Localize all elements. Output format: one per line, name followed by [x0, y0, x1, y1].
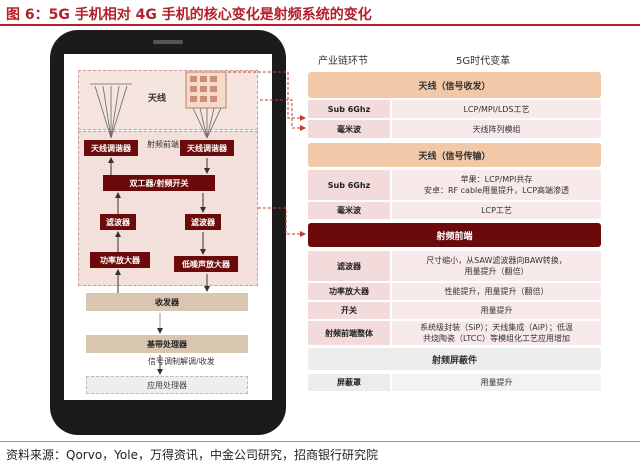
signal-label: 信号调制解调/收发: [148, 357, 215, 366]
table-row: Sub 6Ghz 苹果：LCP/MPI共存 安卓：RF cable用量提升，LC…: [308, 170, 601, 200]
source-note: 资料来源：Qorvo，Yole，万得资讯，中金公司研究，招商银行研究院: [6, 448, 378, 462]
mmwave-antenna-module-icon: [185, 71, 227, 109]
row-value: 天线阵列模组: [392, 120, 601, 138]
table-row: 功率放大器 性能提升，用量提升（翻倍）: [308, 283, 601, 300]
duplexer-switch-box: 双工器/射频开关: [103, 175, 215, 191]
row-value-line: 安卓：RF cable用量提升，LCP高端渗透: [423, 186, 570, 195]
antenna-tuner-left: 天线调谐器: [84, 140, 138, 156]
row-label: Sub 6Ghz: [308, 100, 390, 118]
table-row: 滤波器 尺寸缩小，从SAW滤波器向BAW转换， 用量提升（翻倍）: [308, 251, 601, 281]
row-value: 尺寸缩小，从SAW滤波器向BAW转换， 用量提升（翻倍）: [392, 251, 601, 281]
row-value: 用量提升: [392, 302, 601, 319]
row-value-line: 系统级封装（SiP）；天线集成（AiP）；低温: [420, 323, 573, 332]
antenna-array-right-icon: [192, 107, 222, 139]
lna-box: 低噪声放大器: [174, 256, 238, 272]
phone-speaker: [153, 40, 183, 44]
antenna-label: 天线: [148, 94, 167, 104]
table-row: 射频前端整体 系统级封装（SiP）；天线集成（AiP）；低温 共烧陶瓷（LTCC…: [308, 321, 601, 345]
row-value-line: 用量提升（翻倍）: [464, 267, 529, 276]
section-rf-frontend: 射频前端: [308, 223, 601, 247]
row-value: 用量提升: [392, 374, 601, 391]
row-label: 毫米波: [308, 120, 390, 138]
antenna-tuner-right: 天线调谐器: [180, 140, 234, 156]
footer-rule: [0, 441, 640, 442]
row-label: Sub 6Ghz: [308, 170, 390, 200]
table-row: 屏蔽罩 用量提升: [308, 374, 601, 391]
column-header-chain: 产业链环节: [318, 56, 368, 67]
power-amplifier-box: 功率放大器: [90, 252, 150, 268]
row-value: LCP工艺: [392, 202, 601, 219]
table-row: 毫米波 天线阵列模组: [308, 120, 601, 138]
row-value-line: 共烧陶瓷（LTCC）等模组化工艺应用增加: [423, 334, 570, 343]
row-value: 性能提升，用量提升（翻倍）: [392, 283, 601, 300]
column-header-change: 5G时代变革: [456, 56, 511, 67]
row-label: 开关: [308, 302, 390, 319]
row-label: 屏蔽罩: [308, 374, 390, 391]
section-antenna-tx-rx: 天线（信号收发）: [308, 72, 601, 98]
table-row: 开关 用量提升: [308, 302, 601, 319]
row-value: LCP/MPI/LDS工艺: [392, 100, 601, 118]
row-value: 苹果：LCP/MPI共存 安卓：RF cable用量提升，LCP高端渗透: [392, 170, 601, 200]
baseband-box: 基带处理器: [86, 335, 248, 353]
rf-frontend-label: 射频前端: [147, 140, 179, 149]
row-value-line: 苹果：LCP/MPI共存: [460, 175, 533, 184]
antenna-array-left-icon: [90, 83, 132, 139]
row-label: 滤波器: [308, 251, 390, 281]
filter-right-box: 滤波器: [185, 214, 221, 230]
table-row: Sub 6Ghz LCP/MPI/LDS工艺: [308, 100, 601, 118]
title-rule: [0, 24, 640, 26]
figure-title: 图 6：5G 手机相对 4G 手机的核心变化是射频系统的变化: [6, 7, 372, 23]
table-row: 毫米波 LCP工艺: [308, 202, 601, 219]
filter-left-box: 滤波器: [100, 214, 136, 230]
section-antenna-transmission: 天线（信号传输）: [308, 143, 601, 167]
section-rf-shielding: 射频屏蔽件: [308, 348, 601, 370]
row-label: 毫米波: [308, 202, 390, 219]
row-value: 系统级封装（SiP）；天线集成（AiP）；低温 共烧陶瓷（LTCC）等模组化工艺…: [392, 321, 601, 345]
transceiver-box: 收发器: [86, 293, 248, 311]
row-label: 功率放大器: [308, 283, 390, 300]
app-processor-box: 应用处理器: [86, 376, 248, 394]
row-label: 射频前端整体: [308, 321, 390, 345]
row-value-line: 尺寸缩小，从SAW滤波器向BAW转换，: [426, 256, 567, 265]
